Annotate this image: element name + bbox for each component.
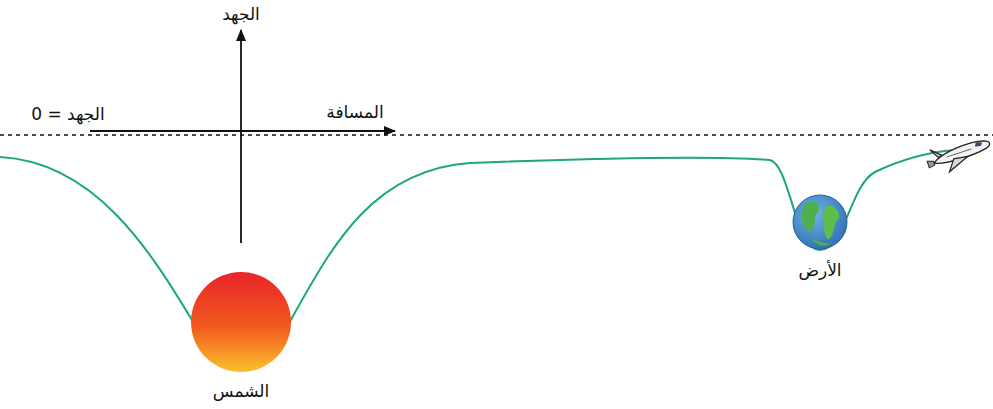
zero-potential-label: الجهد = 0 <box>31 104 105 124</box>
sun <box>191 272 291 372</box>
space-shuttle <box>924 132 993 178</box>
earth <box>793 195 847 249</box>
body-label: الأرض <box>798 260 841 280</box>
axis-label: المسافة <box>326 102 383 122</box>
potential-curve <box>0 150 955 362</box>
distance-axis <box>90 130 395 132</box>
zero-line <box>0 134 993 136</box>
axis-label: الجهد <box>222 4 260 24</box>
potential-axis <box>240 30 242 243</box>
body-label: الشمس <box>213 381 270 401</box>
